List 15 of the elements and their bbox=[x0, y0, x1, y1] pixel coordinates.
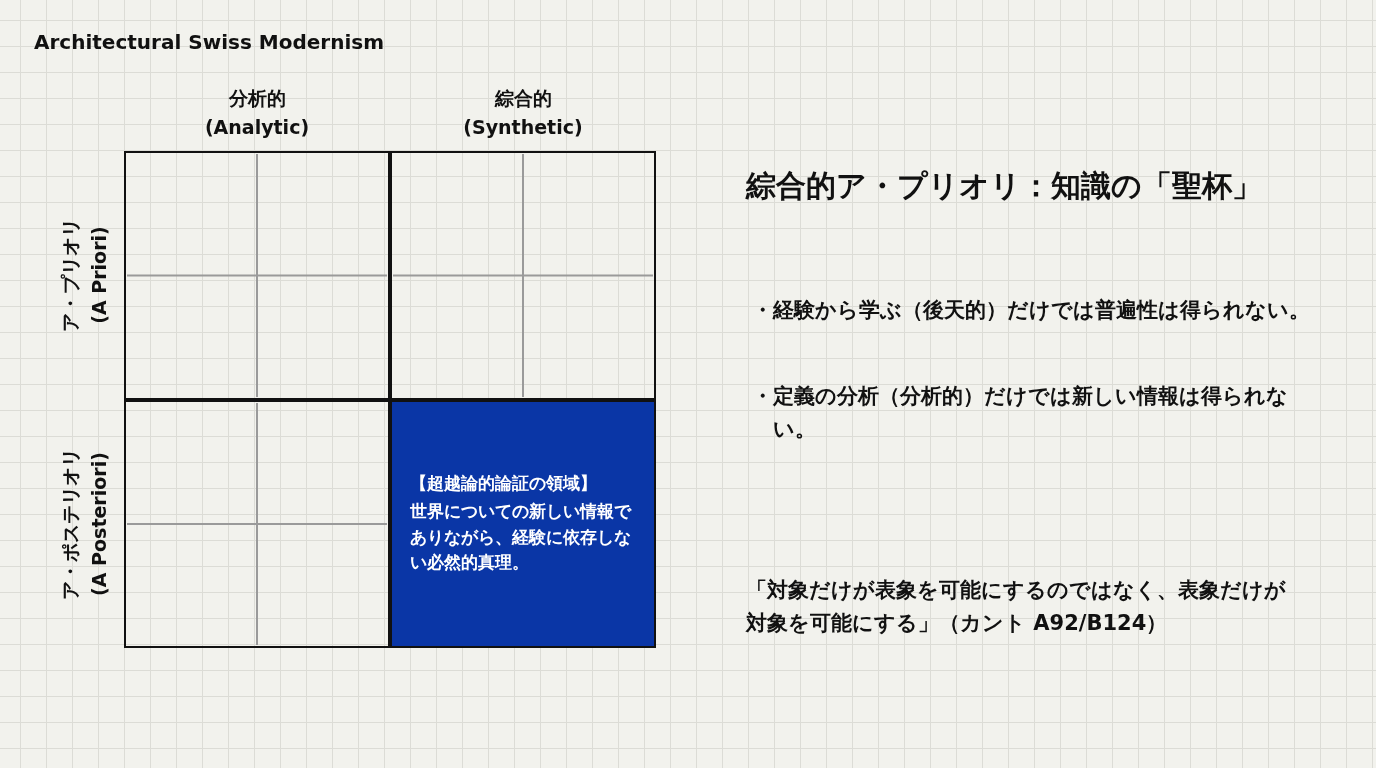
bullet-point: ・経験から学ぶ（後天的）だけでは普遍性は得られない。 bbox=[752, 297, 1311, 324]
row-header: ア・ポステリオリ (A Posteriori) bbox=[58, 447, 111, 602]
quadrant-heading: 【超越論的論証の領域】 bbox=[410, 472, 598, 496]
row-header: ア・プリオリ (A Priori) bbox=[58, 217, 111, 334]
column-header: 綜合的 (Synthetic) bbox=[462, 86, 584, 141]
bullet-point: ・定義の分析（分析的）だけでは新しい情報は得られない。 bbox=[752, 383, 1289, 443]
quadrant-box bbox=[124, 151, 390, 400]
title: Architectural Swiss Modernism bbox=[34, 30, 384, 54]
highlight-quadrant bbox=[390, 400, 656, 648]
quadrant-description: 世界についての新しい情報でありながら、経験に依存しない必然的真理。 bbox=[410, 500, 633, 575]
quadrant-box bbox=[390, 151, 656, 400]
column-header: 分析的 (Analytic) bbox=[203, 86, 311, 141]
quadrant-box bbox=[124, 400, 390, 648]
section-heading: 綜合的ア・プリオリ：知識の「聖杯」 bbox=[746, 167, 1263, 205]
quote: 「対象だけが表象を可能にするのではなく、表象だけが対象を可能にする」（カント A92/B124） bbox=[746, 577, 1287, 637]
